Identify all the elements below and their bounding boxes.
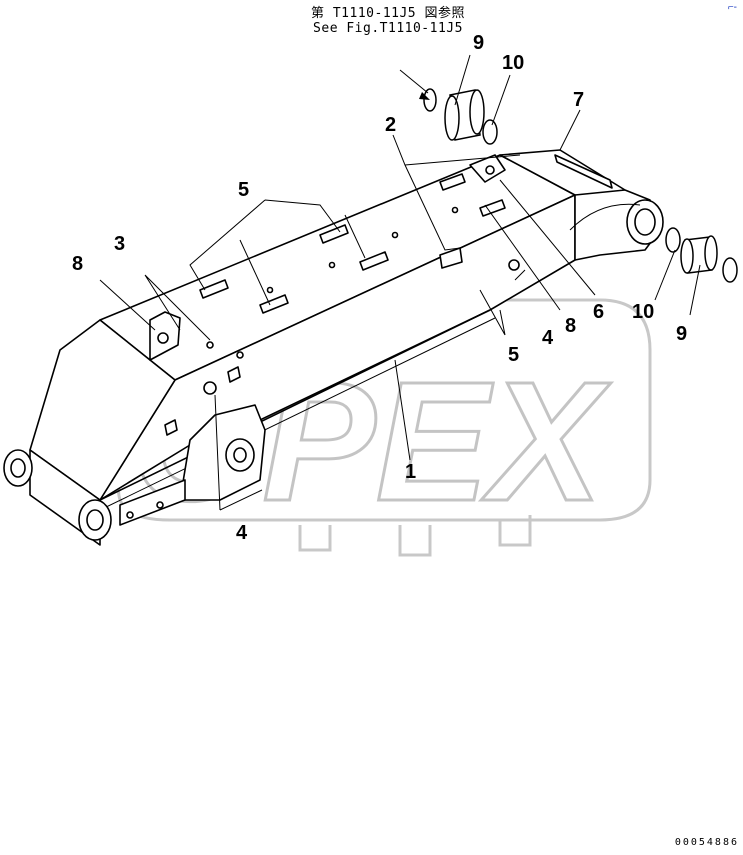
callout-8-right[interactable]: 8: [565, 315, 577, 337]
boom-body: [3, 149, 664, 546]
leader-lines: [99, 54, 701, 511]
callout-7[interactable]: 7: [573, 89, 585, 111]
callout-5-top[interactable]: 5: [238, 179, 250, 201]
arrow-to-ring: [419, 92, 430, 100]
callout-5-bottom[interactable]: 5: [508, 344, 520, 366]
callout-6[interactable]: 6: [593, 301, 605, 323]
drawing-number: 00054886: [674, 837, 739, 848]
reference-note-jp: 第 T1110-11J5 図参照: [311, 6, 465, 21]
callout-1[interactable]: 1: [405, 461, 417, 483]
callout-2[interactable]: 2: [385, 114, 397, 136]
callout-3[interactable]: 3: [114, 233, 126, 255]
pins-and-bushings: [423, 88, 738, 283]
callout-10-top[interactable]: 10: [502, 52, 525, 74]
callout-9-right[interactable]: 9: [676, 323, 688, 345]
callout-4-right[interactable]: 4: [542, 327, 554, 349]
callout-8-left[interactable]: 8: [72, 253, 84, 275]
reference-note-en: See Fig.T1110-11J5: [313, 21, 463, 36]
callout-4-bottom[interactable]: 4: [236, 522, 248, 544]
callout-10-right[interactable]: 10: [632, 301, 655, 323]
reference-note: 第 T1110-11J5 図参照 See Fig.T1110-11J5: [268, 2, 508, 36]
corner-mark: ⌐‑: [727, 2, 737, 13]
callout-9-top[interactable]: 9: [473, 32, 485, 54]
